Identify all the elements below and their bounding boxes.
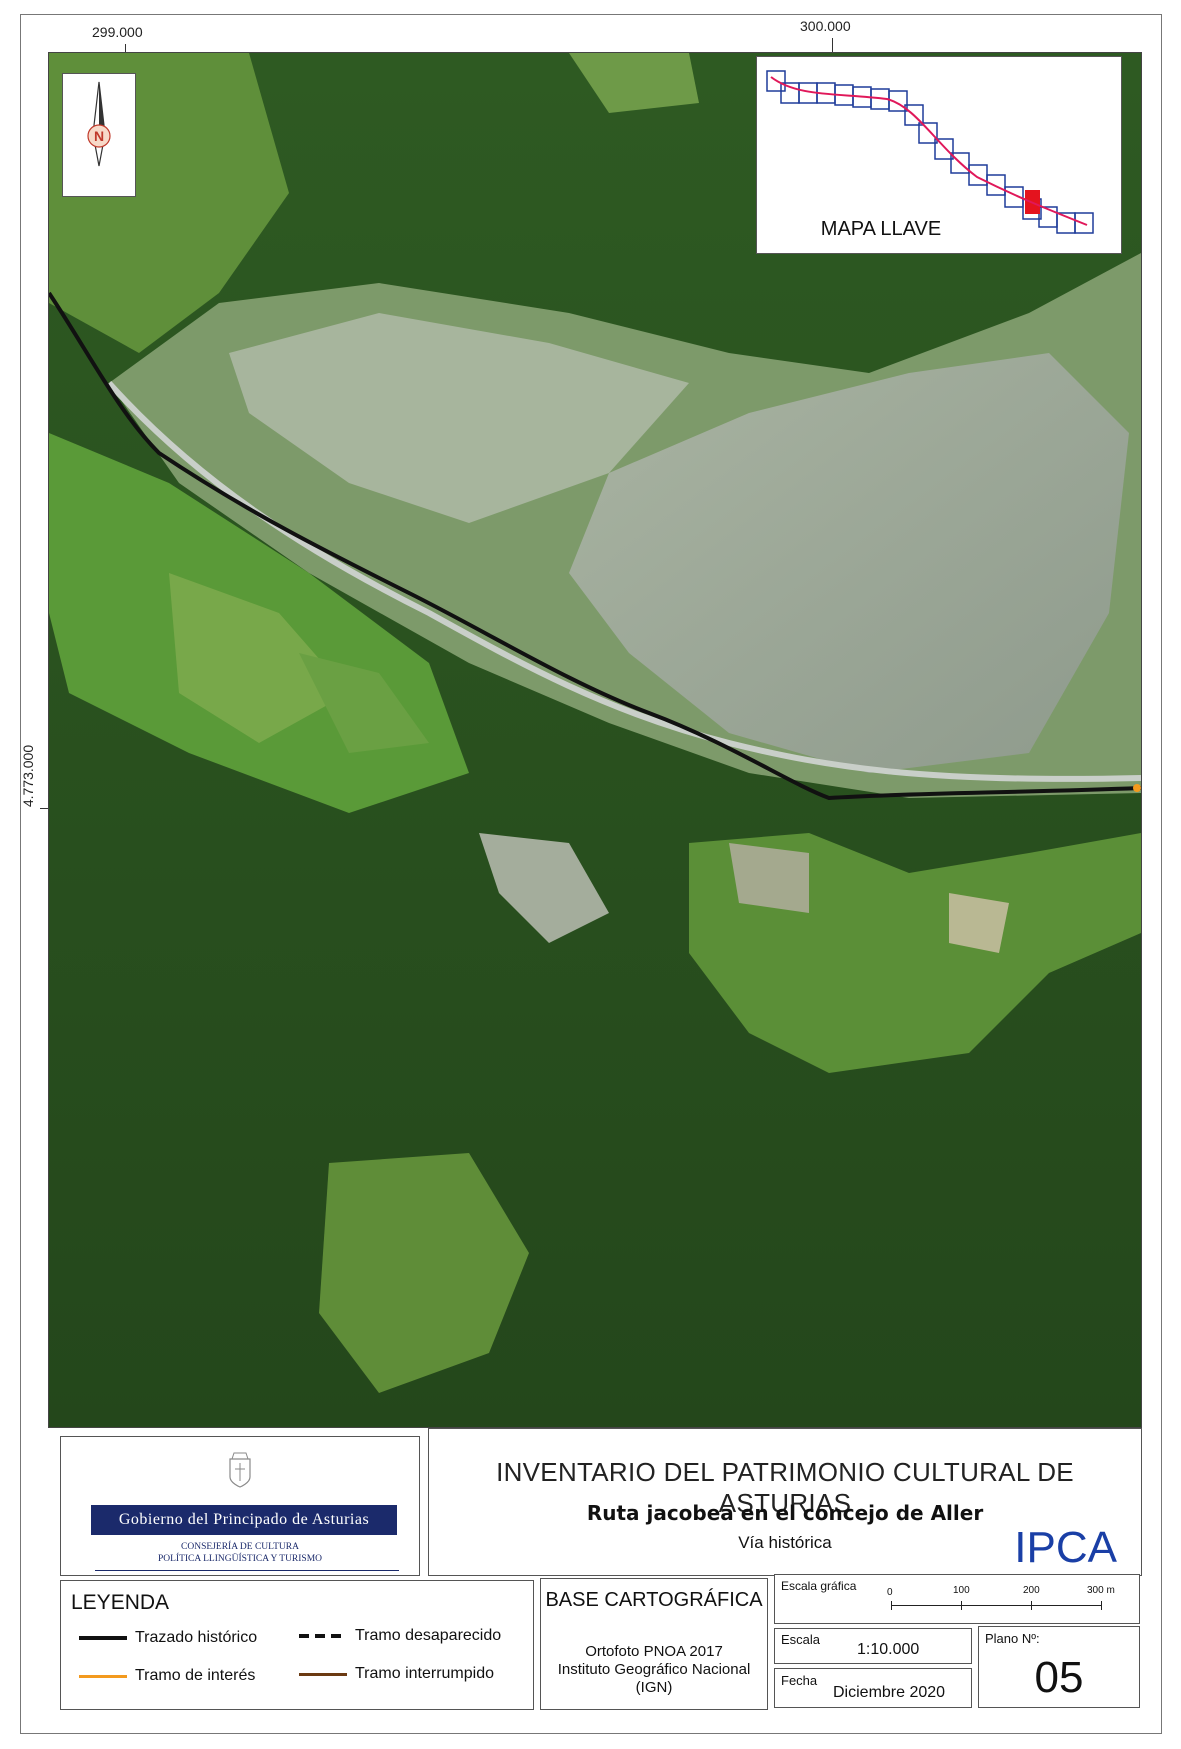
department-text: CONSEJERÍA DE CULTURA POLÍTICA LLINGÜÍST… xyxy=(61,1541,419,1565)
date-label: Fecha xyxy=(781,1673,818,1688)
inventory-title: INVENTARIO DEL PATRIMONIO CULTURAL DE AS… xyxy=(496,1457,1074,1518)
department-line2: POLÍTICA LLINGÜÍSTICA Y TURISMO xyxy=(157,1554,323,1564)
legend-swatch-interrupted xyxy=(299,1672,347,1676)
orthophoto-map[interactable] xyxy=(48,52,1142,1428)
department-rule xyxy=(95,1570,399,1571)
meadow-lower-left xyxy=(319,1153,529,1393)
scale-bar-tick-200 xyxy=(1031,1601,1032,1610)
base-source: Ortofoto PNOA 2017 Instituto Geográfico … xyxy=(541,1643,767,1697)
government-panel: Gobierno del Principado de Asturias CONS… xyxy=(60,1436,420,1576)
route-endpoint-marker xyxy=(1133,784,1141,792)
date-panel: Fecha Diciembre 2020 xyxy=(774,1668,972,1708)
field-bare-2 xyxy=(949,893,1009,953)
scale-bar-panel: Escala gráfica 0 100 200 300 m xyxy=(774,1574,1140,1624)
north-arrow-icon: N xyxy=(87,81,111,167)
key-map-route xyxy=(770,76,1088,226)
legend-item-historic: Trazado histórico xyxy=(79,1629,257,1647)
north-letter: N xyxy=(94,128,104,144)
legend-label-interest: Tramo de interés xyxy=(135,1667,256,1684)
meadow-top-center xyxy=(569,53,699,113)
legend-title: LEYENDA xyxy=(71,1591,170,1614)
department-line1: CONSEJERÍA DE CULTURA xyxy=(181,1542,299,1552)
map-sheet xyxy=(20,14,1162,1734)
scale-bar-line xyxy=(891,1605,1101,1606)
legend-label-historic: Trazado histórico xyxy=(135,1629,258,1646)
orthophoto-canvas xyxy=(49,53,1141,1427)
base-line1: Ortofoto PNOA 2017 xyxy=(585,1643,723,1660)
scale-label: Escala xyxy=(781,1632,821,1647)
legend-label-interrupted: Tramo interrumpido xyxy=(355,1665,495,1682)
coord-x-left: 299.000 xyxy=(92,24,143,40)
base-panel: BASE CARTOGRÁFICA Ortofoto PNOA 2017 Ins… xyxy=(540,1578,768,1710)
coord-tick-x-right xyxy=(832,38,833,52)
legend-item-interrupted: Tramo interrumpido xyxy=(299,1665,494,1683)
limestone-outcrop-1 xyxy=(229,313,689,523)
scale-tick-label-100: 100 xyxy=(953,1585,970,1596)
field-patch-1 xyxy=(169,573,349,743)
title-panel: INVENTARIO DEL PATRIMONIO CULTURAL DE AS… xyxy=(428,1428,1142,1576)
scale-tick-label-300: 300 m xyxy=(1087,1585,1115,1596)
legend-item-interest: Tramo de interés xyxy=(79,1667,255,1685)
coord-tick-y-left xyxy=(40,808,50,809)
base-line3: (IGN) xyxy=(635,1679,673,1696)
route-title: Ruta jacobea en el concejo de Aller xyxy=(586,1501,984,1525)
limestone-outcrop-2 xyxy=(569,353,1129,773)
legend-swatch-historic xyxy=(79,1636,127,1640)
field-patch-2 xyxy=(299,653,429,753)
historic-route-line xyxy=(49,291,1141,801)
route-type: Vía histórica xyxy=(738,1533,832,1552)
scale-tick-label-0: 0 xyxy=(887,1587,893,1598)
scale-bar-tick-100 xyxy=(961,1601,962,1610)
scale-panel: Escala 1:10.000 xyxy=(774,1628,972,1664)
legend-swatch-disappeared xyxy=(299,1634,347,1638)
legend-panel: LEYENDA Trazado histórico Tramo desapare… xyxy=(60,1580,534,1710)
government-name: Gobierno del Principado de Asturias xyxy=(91,1505,397,1535)
base-line2: Instituto Geográfico Nacional xyxy=(557,1661,751,1678)
coord-x-right: 300.000 xyxy=(800,18,851,34)
key-map-grid xyxy=(766,70,1094,234)
key-map-label: MAPA LLAVE xyxy=(820,218,942,240)
coat-of-arms-icon xyxy=(229,1452,251,1488)
plan-panel: Plano Nº: 05 xyxy=(978,1626,1140,1708)
legend-label-disappeared: Tramo desaparecido xyxy=(355,1627,502,1644)
limestone-outcrop-3 xyxy=(479,833,609,943)
coord-y-left: 4.773.000 xyxy=(20,744,36,808)
scale-bar-label: Escala gráfica xyxy=(781,1579,857,1593)
plan-label: Plano Nº: xyxy=(985,1631,1040,1646)
north-arrow-panel: N xyxy=(62,73,136,197)
scale-tick-label-200: 200 xyxy=(1023,1585,1040,1596)
legend-item-disappeared: Tramo desaparecido xyxy=(299,1627,501,1645)
legend-swatch-interest xyxy=(79,1674,127,1678)
plan-number: 05 xyxy=(1034,1653,1084,1702)
scale-value: 1:10.000 xyxy=(857,1641,920,1658)
base-title: BASE CARTOGRÁFICA xyxy=(545,1589,763,1611)
date-value: Diciembre 2020 xyxy=(833,1684,946,1701)
coord-tick-x-left xyxy=(125,44,126,54)
key-map[interactable]: MAPA LLAVE xyxy=(756,56,1122,254)
ipca-logo: IPCA xyxy=(1014,1523,1117,1572)
scale-bar-tick-0 xyxy=(891,1601,892,1610)
scale-bar-tick-300 xyxy=(1101,1601,1102,1610)
field-bare xyxy=(729,843,809,913)
